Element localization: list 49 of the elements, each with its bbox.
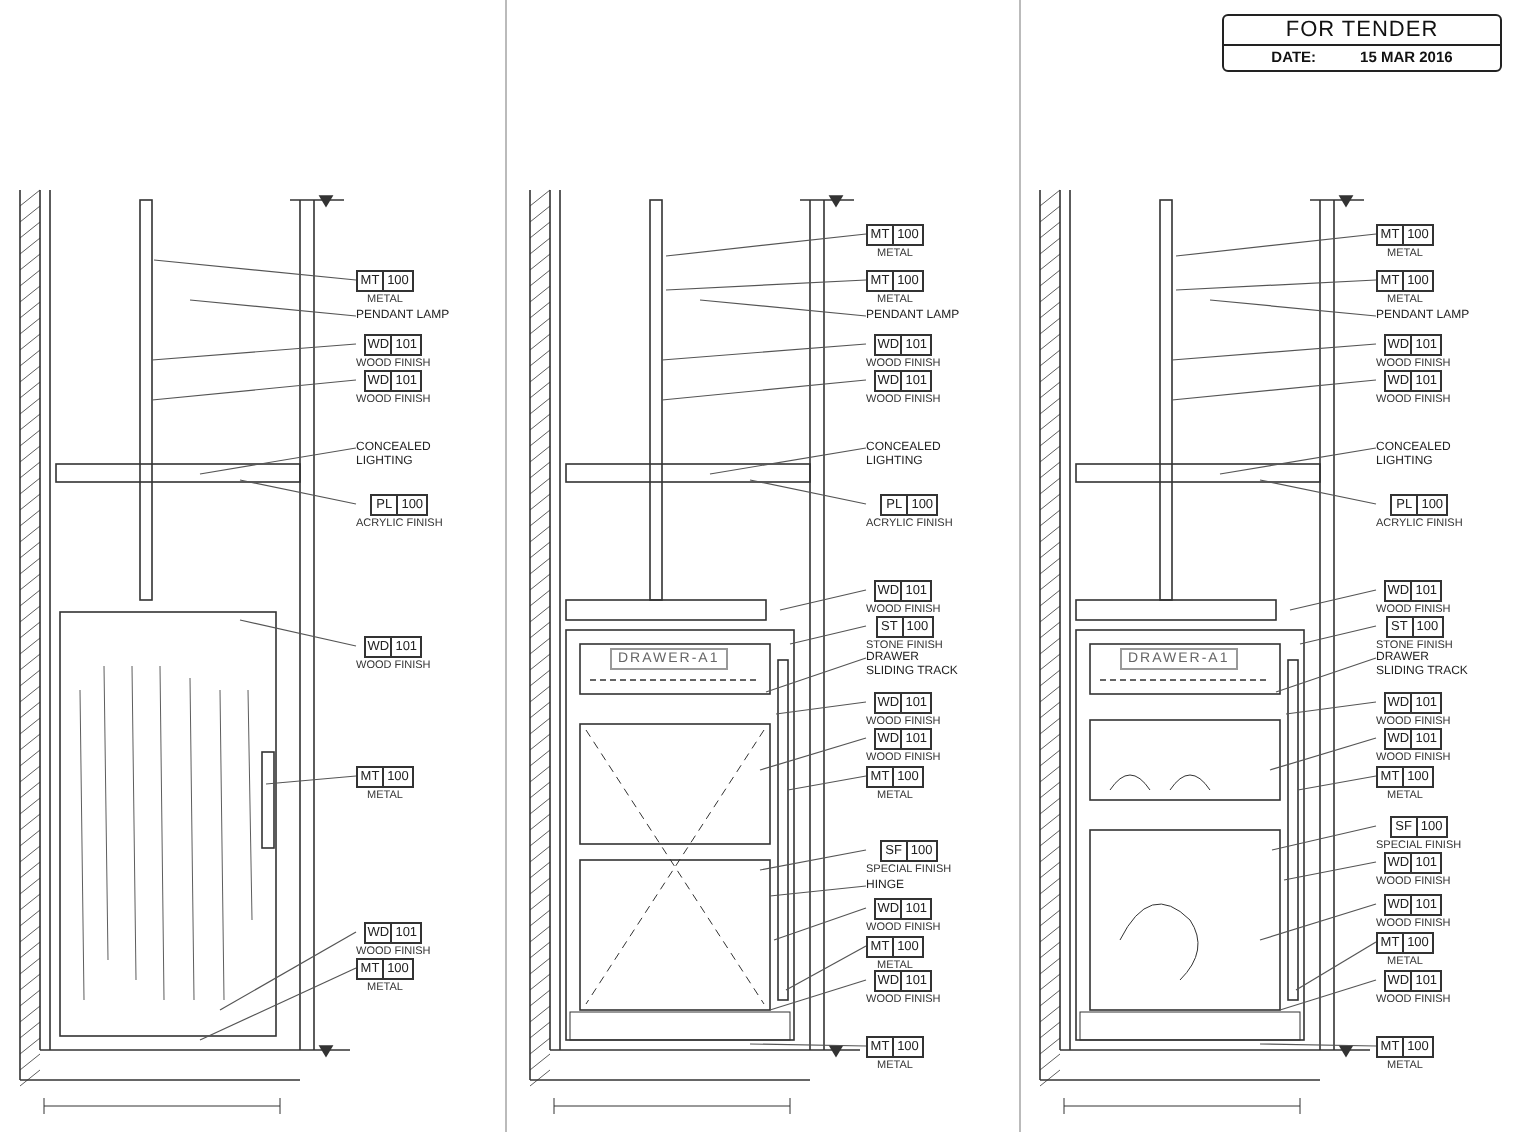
leader-line: [1299, 625, 1377, 645]
leader-line: [1279, 979, 1377, 1011]
leader-line: [1175, 233, 1377, 257]
leader-line: [1283, 861, 1377, 881]
leader-line: [1171, 379, 1377, 401]
leader-line: [773, 907, 867, 941]
leader-line: [1271, 825, 1377, 851]
leader-line: [759, 849, 867, 871]
leader-line: [153, 259, 357, 281]
leader-line: [1259, 1043, 1377, 1047]
leader-line: [1297, 775, 1377, 791]
leader-line: [1259, 479, 1377, 505]
leader-line: [199, 447, 357, 475]
leader-line: [219, 931, 357, 1011]
leader-line: [239, 619, 357, 647]
leader-line: [765, 657, 867, 693]
leader-line: [1295, 941, 1377, 991]
leader-line: [189, 299, 357, 317]
leader-line: [1289, 589, 1377, 611]
leader-line: [789, 625, 867, 645]
leader-line: [661, 343, 867, 361]
leader-line: [1285, 701, 1377, 715]
leader-line: [239, 479, 357, 505]
leader-line: [665, 279, 867, 291]
leader-line: [665, 233, 867, 257]
leader-line: [151, 379, 357, 401]
leader-line: [1175, 279, 1377, 291]
stamp-title: FOR TENDER: [1285, 16, 1439, 44]
leader-line: [769, 979, 867, 1011]
leader-line: [661, 379, 867, 401]
leader-line: [699, 299, 867, 317]
leader-line: [749, 1043, 867, 1047]
leader-line: [199, 967, 357, 1041]
leader-line: [779, 589, 867, 611]
leader-line: [1209, 299, 1377, 317]
leader-line: [1171, 343, 1377, 361]
leader-line: [769, 885, 867, 897]
leader-line: [749, 479, 867, 505]
leader-line: [775, 701, 867, 715]
leader-line: [1219, 447, 1377, 475]
leader-line: [1275, 657, 1377, 693]
leader-line: [709, 447, 867, 475]
leader-line: [265, 775, 357, 785]
leader-line: [1259, 903, 1377, 941]
leader-line: [787, 775, 867, 791]
leader-line: [1269, 737, 1377, 771]
leader-line: [785, 945, 867, 991]
leader-line: [151, 343, 357, 361]
leader-line: [759, 737, 867, 771]
